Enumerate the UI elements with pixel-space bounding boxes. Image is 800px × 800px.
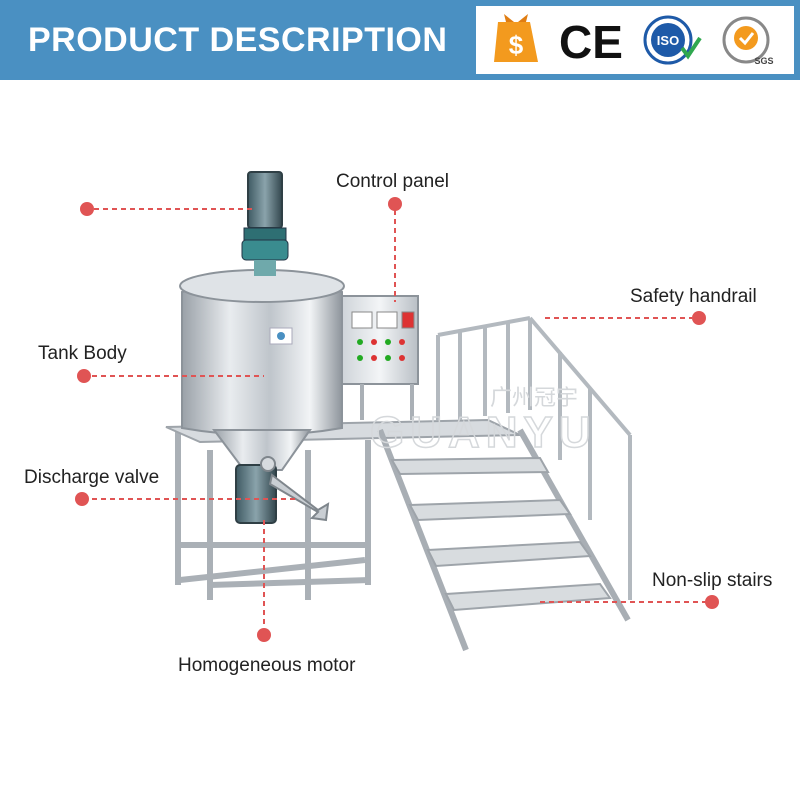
homogeneous-motor-unit: [235, 464, 277, 524]
svg-text:$: $: [509, 30, 524, 60]
callout-leader-lines: [92, 208, 706, 628]
control-panel-cabinet: [341, 295, 419, 420]
callout-safety-handrail: Safety handrail: [630, 286, 757, 307]
callout-control-panel: Control panel: [336, 171, 450, 192]
non-slip-stairs: [377, 428, 631, 652]
callout-tank-body: Tank Body: [38, 343, 127, 364]
callout-discharge-valve: Discharge valve: [24, 467, 160, 488]
ce-mark-icon: CE: [560, 16, 622, 68]
tank-bottom-cone: [212, 429, 312, 471]
callout-homogeneous-motor: Homogeneous motor: [178, 655, 356, 676]
svg-text:SGS: SGS: [754, 56, 773, 66]
iso-badge-icon: ISO: [643, 15, 702, 65]
sgs-badge-icon: SGS: [722, 16, 774, 66]
support-frame: [175, 430, 371, 600]
page-title: PRODUCT DESCRIPTION: [28, 21, 448, 59]
discharge-valve-pipe: [268, 473, 330, 522]
safety-handrail: [436, 316, 632, 600]
svg-text:CE: CE: [560, 16, 622, 68]
mixing-tank-machine-illustration: [75, 171, 719, 652]
callout-non-slip-stairs: Non-slip stairs: [652, 570, 773, 591]
price-tag-icon: $: [494, 14, 538, 62]
certification-strip: $ CE ISO SGS: [476, 6, 794, 74]
agitator-motor: [241, 171, 289, 276]
header-banner: PRODUCT DESCRIPTION $ CE ISO SGS: [0, 0, 800, 80]
tank-body: [179, 269, 345, 436]
callout-dots: [75, 197, 719, 642]
svg-text:ISO: ISO: [657, 33, 679, 48]
